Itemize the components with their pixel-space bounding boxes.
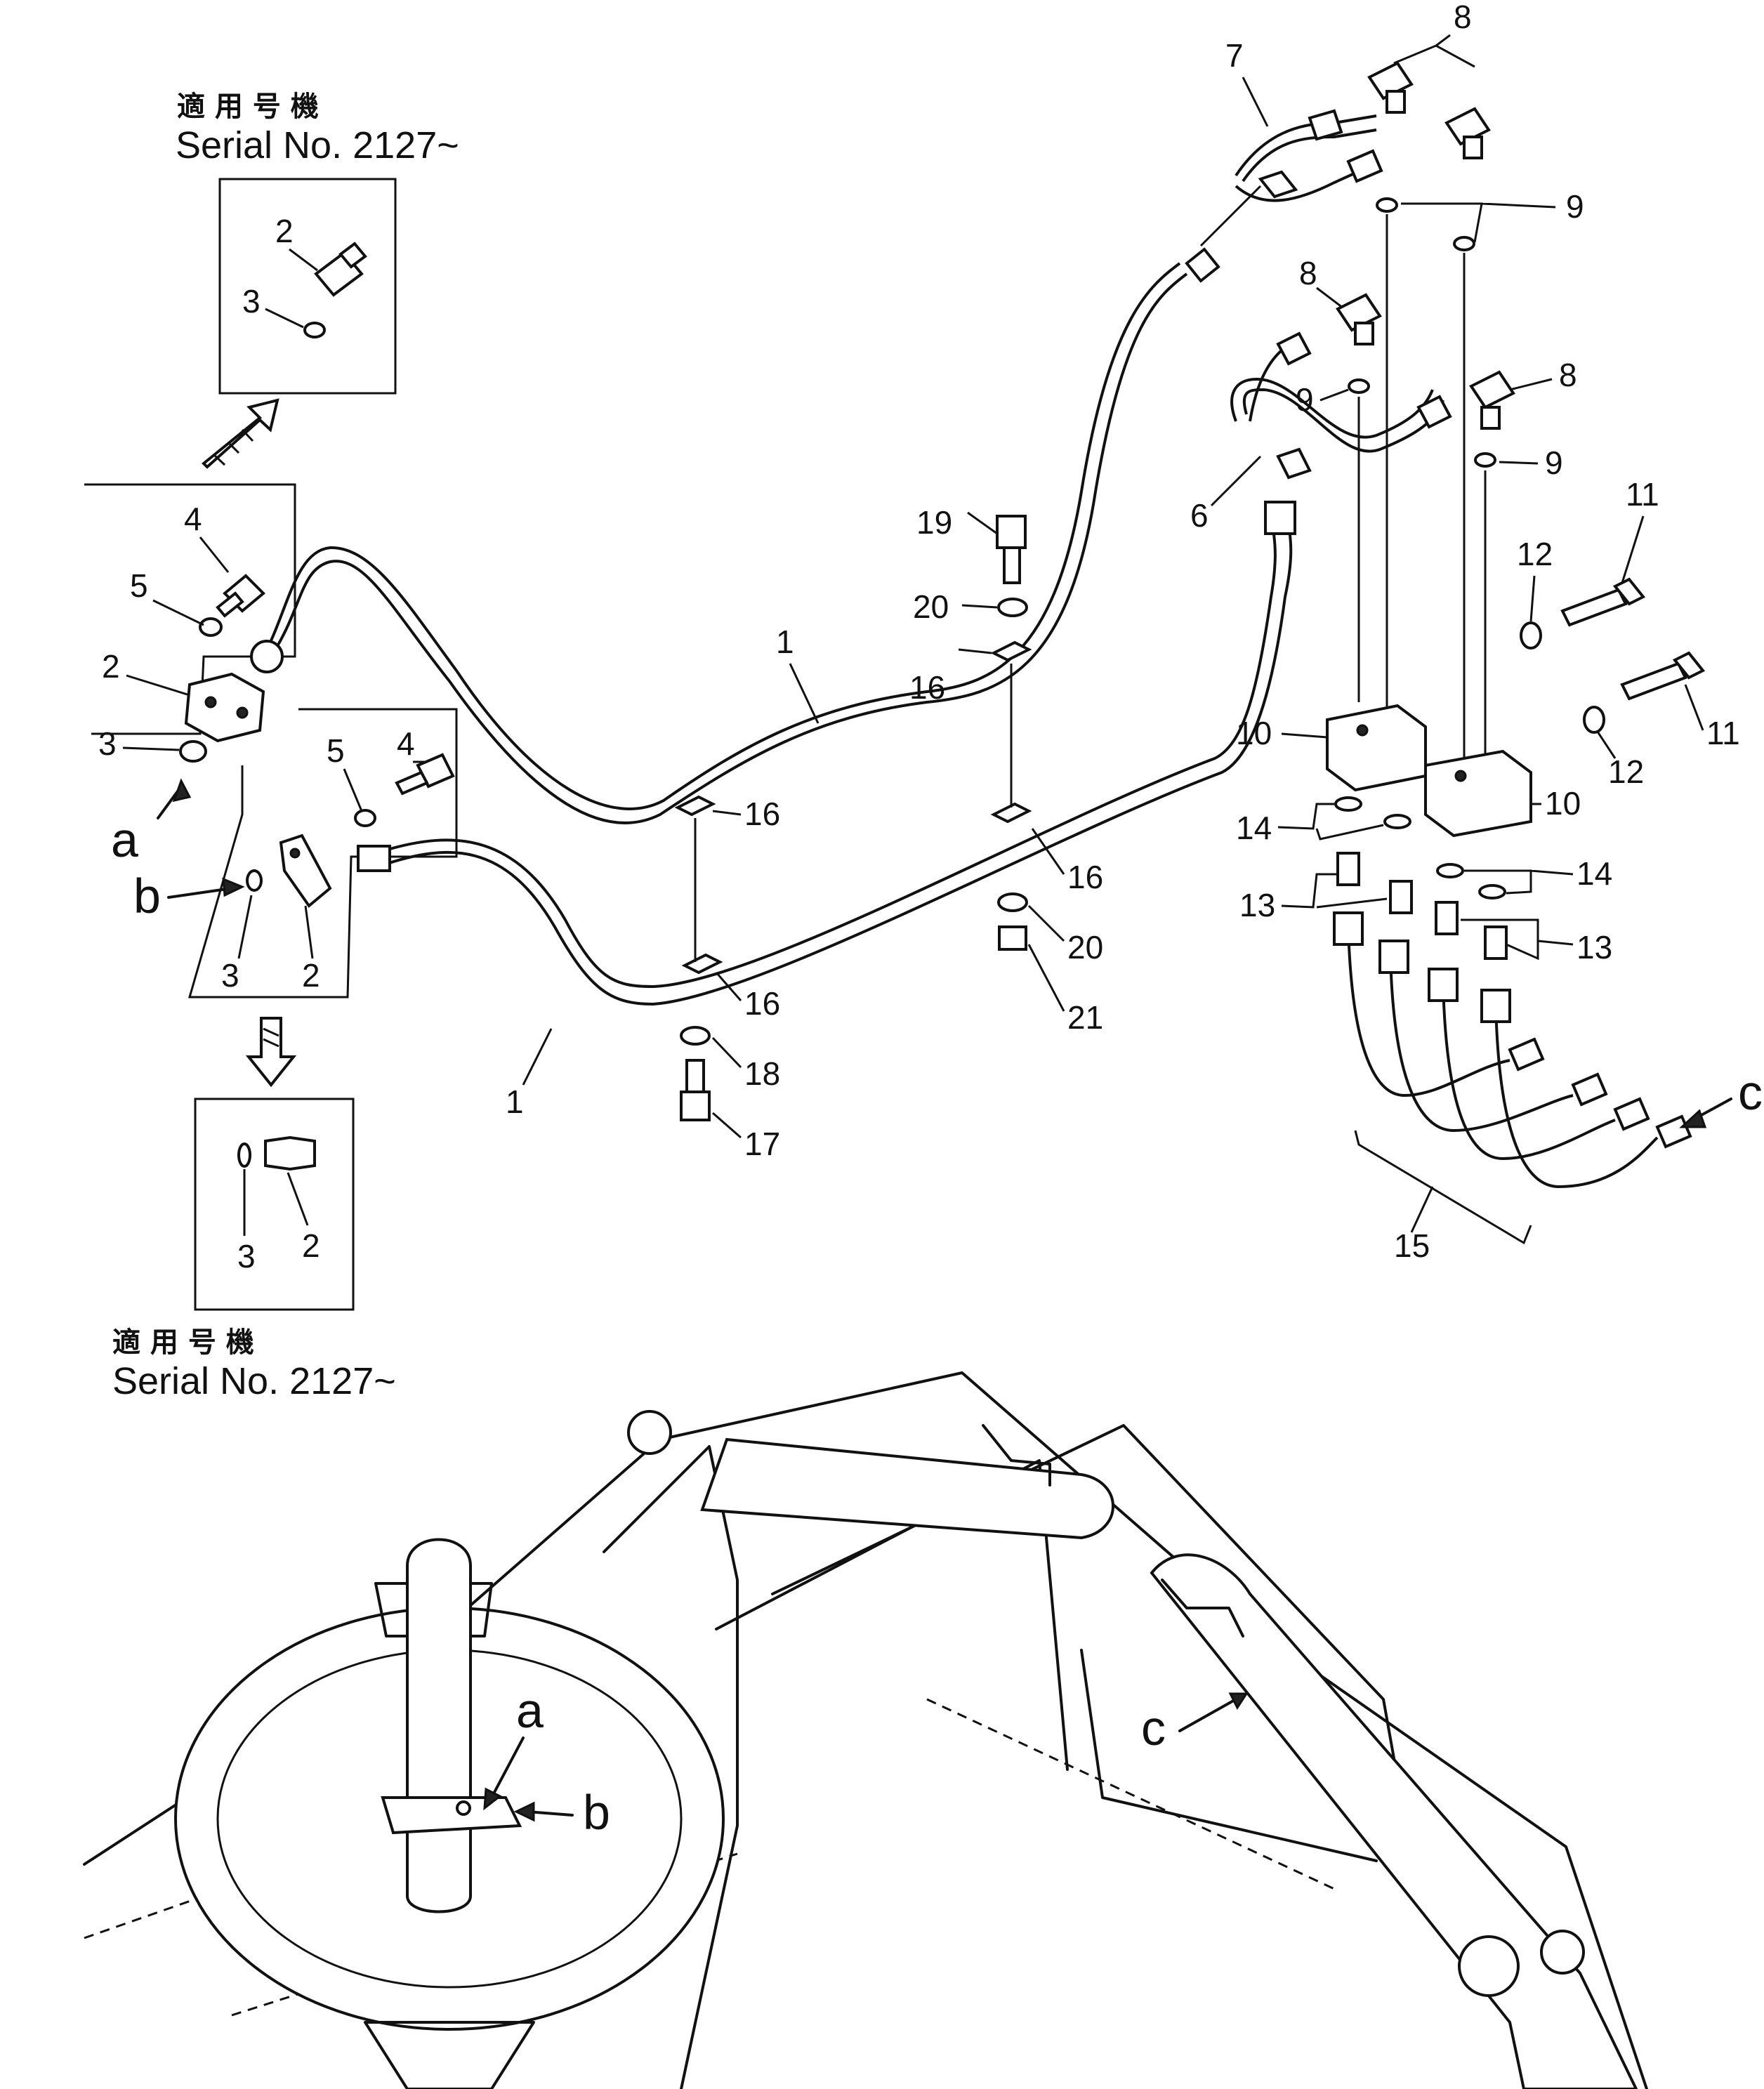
fitting-icon-bottom <box>264 1135 316 1171</box>
callout-20a: 20 <box>913 588 949 625</box>
cylinder-lower <box>1150 1553 1638 2089</box>
callout-15: 15 <box>1394 1227 1430 1264</box>
hose-1-upper <box>250 247 1220 824</box>
callout-20b: 20 <box>1067 929 1103 966</box>
arrow-down-icon <box>245 1017 297 1088</box>
hose-fitting-icon-lower <box>357 845 391 872</box>
inset-top-japanese: 適 用 号 機 <box>177 91 319 123</box>
callout-9-right: 9 <box>1545 444 1563 481</box>
machine-frame <box>83 1371 1648 2089</box>
ref-c-detail: c <box>1738 1065 1763 1120</box>
callout-17: 17 <box>744 1126 780 1162</box>
bolt-11-icons <box>1560 577 1706 701</box>
inset-bottom-japanese: 適 用 号 機 <box>112 1326 254 1359</box>
washer-20-icon <box>997 598 1028 617</box>
callout-13a: 13 <box>1239 887 1275 923</box>
callout-4b: 4 <box>397 725 415 762</box>
nut-21-icon <box>998 925 1027 951</box>
clamp-icons <box>674 640 1032 975</box>
inset-bottom-serial: Serial No. 2127~ <box>112 1360 396 1402</box>
hose-fitting-icon <box>1185 247 1220 283</box>
callout-1a: 1 <box>776 624 794 660</box>
tee-7 <box>1199 109 1383 247</box>
detail-left <box>84 483 458 999</box>
callout-6: 6 <box>1190 497 1209 534</box>
hose-end-icon <box>250 640 284 673</box>
callout-18: 18 <box>744 1055 780 1092</box>
callout-12b: 12 <box>1608 753 1644 790</box>
pin-column <box>406 1538 472 1913</box>
callout-7: 7 <box>1225 37 1244 74</box>
callout-9-top: 9 <box>1566 188 1584 225</box>
callout-5a: 5 <box>130 567 148 604</box>
tee-6-icon <box>1276 447 1312 480</box>
callout-14a: 14 <box>1236 810 1272 846</box>
flange-a <box>184 672 265 743</box>
hose-15-group <box>1333 911 1692 1245</box>
ref-a-detail: a <box>111 812 138 867</box>
callout-11a: 11 <box>1626 476 1659 513</box>
cylinder-upper <box>700 1437 1114 1540</box>
callout-3a: 3 <box>98 725 117 762</box>
hose-1-lower <box>357 501 1296 1006</box>
callout-16d: 16 <box>1067 859 1103 895</box>
callout-21: 21 <box>1067 999 1103 1036</box>
callout-1b: 1 <box>506 1083 524 1120</box>
callout-16a: 16 <box>909 669 945 706</box>
o-ring-9-icons <box>1348 197 1496 468</box>
ref-a-machine: a <box>516 1683 544 1738</box>
callout-2: 2 <box>275 213 294 249</box>
callout-19: 19 <box>916 504 952 541</box>
tee-icon <box>1258 170 1298 199</box>
callout-3b: 3 <box>221 957 239 994</box>
callout-2b: 2 <box>302 957 320 994</box>
callout-8-right: 8 <box>1559 357 1577 393</box>
callout-9-mid: 9 <box>1296 381 1314 418</box>
arrow-up-icon <box>202 398 279 469</box>
callout-5b: 5 <box>327 732 345 769</box>
elbow-8-icons <box>1336 61 1515 430</box>
callout-10b: 10 <box>1545 785 1581 822</box>
inset-top: 適 用 号 機 Serial No. 2127~ 2 3 <box>176 91 459 395</box>
callout-4a: 4 <box>184 501 202 537</box>
callout-8-mid: 8 <box>1299 255 1317 291</box>
hose-fitting-icon-right <box>1264 501 1296 535</box>
callout-12a: 12 <box>1517 536 1553 572</box>
ring-14-icons <box>1334 796 1506 899</box>
ref-b-detail: b <box>133 869 161 923</box>
callout-16b: 16 <box>744 796 780 832</box>
bolt-19-icon <box>996 515 1027 549</box>
block-10-icons <box>1326 704 1532 838</box>
callout-8-top: 8 <box>1454 0 1472 35</box>
callout-11b: 11 <box>1706 715 1740 751</box>
inset-top-frame <box>218 178 397 395</box>
inset-bottom: 3 2 適 用 号 機 Serial No. 2127~ <box>112 1098 396 1402</box>
callout-2-inset-bottom: 2 <box>302 1227 320 1264</box>
o-ring-icon <box>303 322 326 338</box>
washer-18-icon <box>680 1026 711 1046</box>
callout-2a: 2 <box>102 648 120 685</box>
inset-bottom-frame <box>194 1098 355 1311</box>
callout-3-inset-bottom: 3 <box>237 1238 256 1274</box>
vertical-guides <box>1357 214 1487 765</box>
callout-14b: 14 <box>1577 855 1612 892</box>
tee-6 <box>1230 331 1452 480</box>
washer-12-icons <box>1520 621 1605 734</box>
ref-c-machine: c <box>1141 1701 1166 1755</box>
callout-13b: 13 <box>1577 929 1612 966</box>
callout-16c: 16 <box>744 985 780 1022</box>
inset-top-serial: Serial No. 2127~ <box>176 124 459 166</box>
callout-3: 3 <box>242 283 261 319</box>
callout-10a: 10 <box>1236 715 1272 751</box>
fitting-icon <box>314 242 367 297</box>
adapter-13-icons <box>1336 852 1508 960</box>
fastener-icons <box>680 515 1028 1121</box>
flange-b <box>279 833 332 908</box>
ref-b-machine: b <box>583 1785 610 1840</box>
bolt-17-icon <box>680 1090 711 1121</box>
